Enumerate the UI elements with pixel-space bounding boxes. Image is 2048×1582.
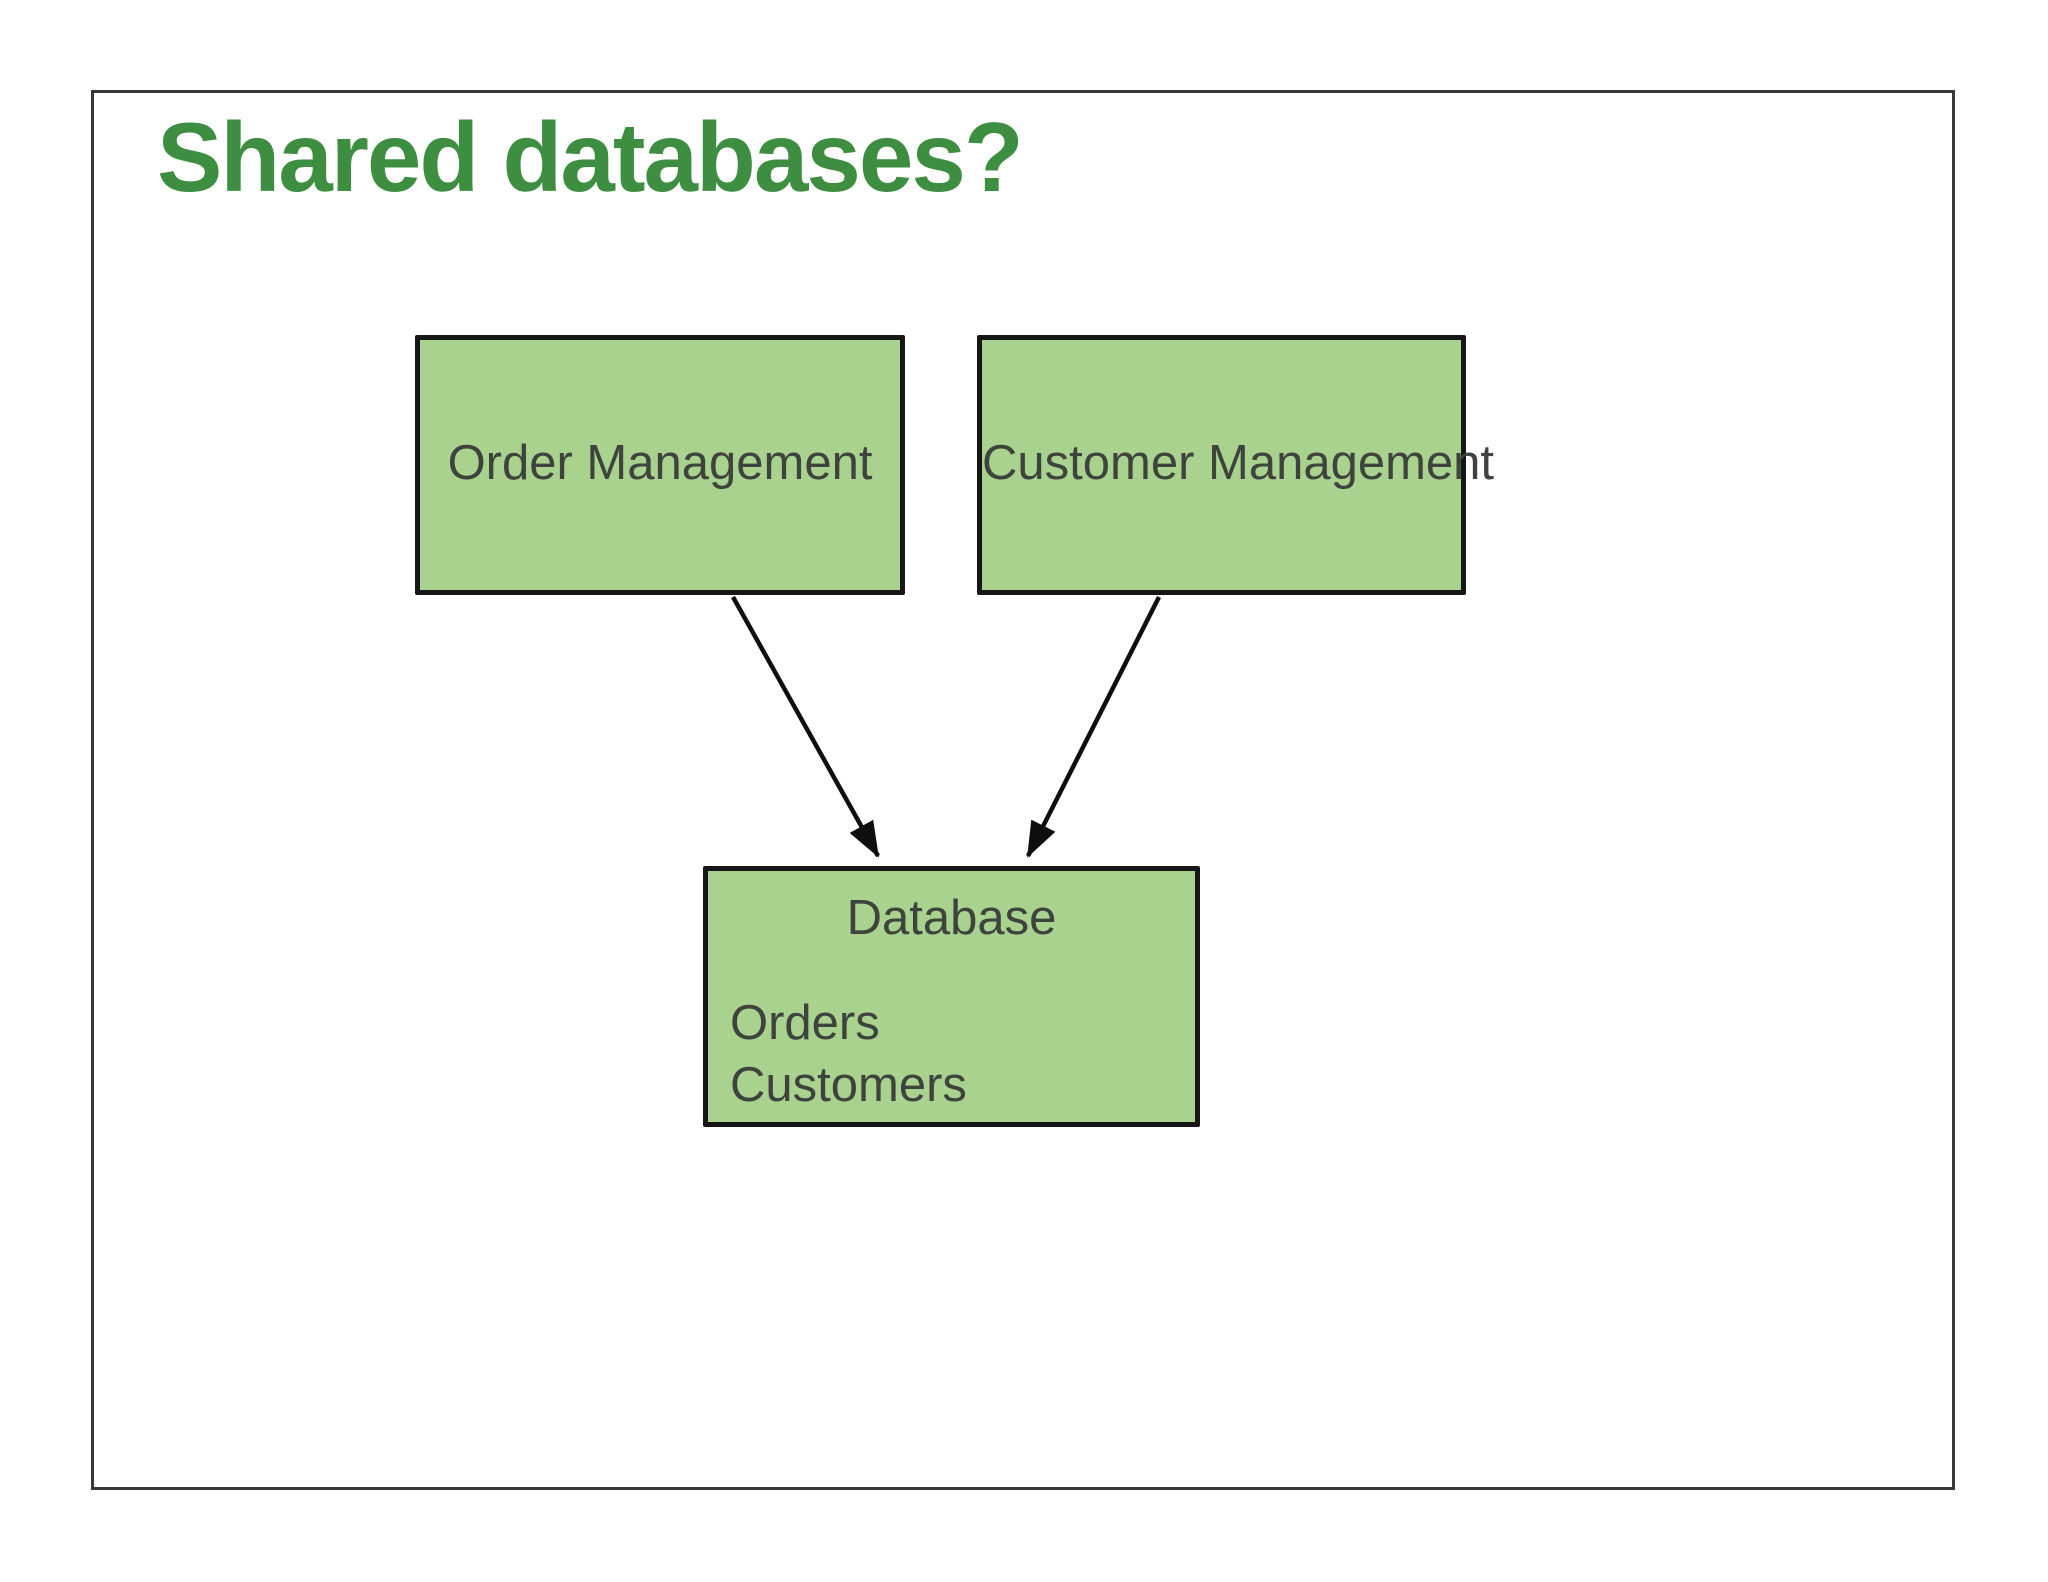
customer-management-node: Customer Management [977, 335, 1495, 595]
database-node-title: Database [846, 891, 1057, 945]
slide-title: Shared databases? [157, 102, 1024, 212]
order-management-node: Order Management [415, 335, 905, 595]
database-table-orders: Orders [730, 996, 880, 1050]
database-table-customers: Customers [730, 1058, 967, 1112]
database-table-list: Orders Customers [708, 992, 1195, 1116]
customer-management-label: Customer Management [982, 435, 1495, 490]
database-node: Database Orders Customers [703, 866, 1200, 1127]
slide: Shared databases? [91, 90, 1955, 1490]
order-management-label: Order Management [447, 435, 873, 490]
